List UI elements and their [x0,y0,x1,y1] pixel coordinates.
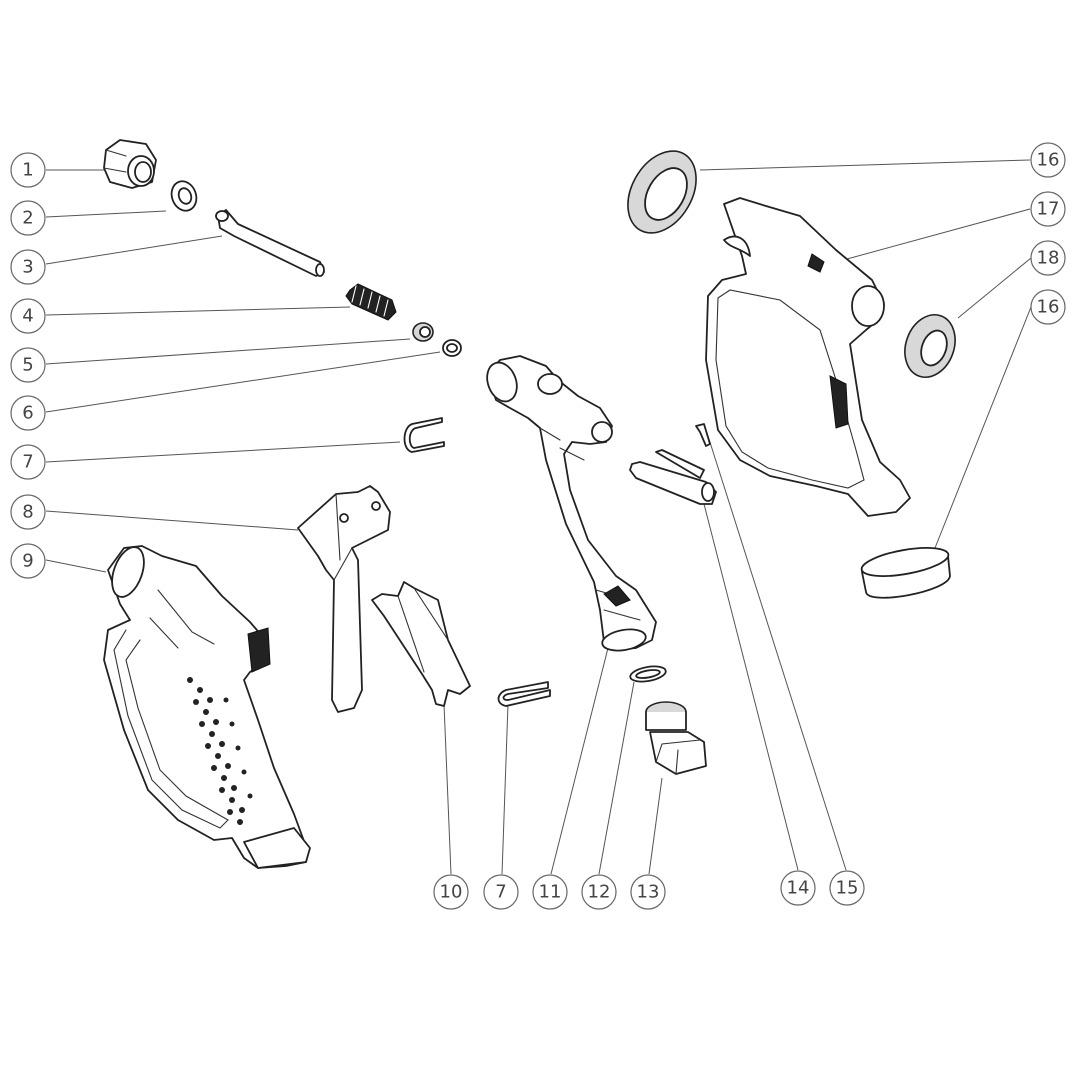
part-14-pin [629,449,717,505]
svg-text:15: 15 [836,878,859,899]
part-3-valve-stem [215,209,325,277]
callout-8: 8 [10,494,46,530]
callout-5: 5 [10,347,46,383]
part-10-lever-support [371,581,471,707]
svg-text:11: 11 [539,882,562,903]
svg-text:10: 10 [440,882,463,903]
grip-dot-pattern [187,677,253,825]
svg-text:3: 3 [22,257,33,278]
svg-text:16: 16 [1037,297,1060,318]
callout-9: 9 [10,543,46,579]
svg-text:13: 13 [637,882,660,903]
svg-text:7: 7 [22,452,33,473]
part-11-nozzle-body [486,355,657,652]
part-2-washer [170,180,198,212]
part-5-nut [412,322,434,342]
callout-10: 10 [433,874,469,910]
part-15-small-clip [695,423,711,447]
callout-13: 13 [630,874,666,910]
part-8-trigger-lever [297,485,391,713]
callout-11: 11 [532,874,568,910]
svg-text:6: 6 [22,403,33,424]
part-16-seal-ring-upper [627,150,697,234]
part-18-seal-ring [904,314,956,378]
part-4-spring [345,283,397,321]
svg-text:1: 1 [22,160,33,181]
callout-3: 3 [10,249,46,285]
part-1-hex-plug [103,139,157,189]
callout-7-left: 7 [10,444,46,480]
callout-4: 4 [10,298,46,334]
svg-text:5: 5 [22,355,33,376]
callout-15: 15 [829,870,865,906]
svg-text:8: 8 [22,502,33,523]
part-13-swivel-fitting [645,701,707,775]
callout-12: 12 [581,874,617,910]
svg-text:14: 14 [787,878,810,899]
svg-text:9: 9 [22,551,33,572]
svg-text:16: 16 [1037,150,1060,171]
part-6-o-ring [442,339,462,357]
callout-16-right: 16 [1030,289,1066,325]
part-9-handle-body [103,545,311,869]
callout-1: 1 [10,152,46,188]
part-12-o-ring [629,665,667,683]
leader-lines [45,159,1032,875]
svg-text:12: 12 [588,882,611,903]
callout-18: 18 [1030,240,1066,276]
part-7-wire-clip-upper [403,417,445,453]
part-17-guard-housing [705,197,911,517]
svg-text:4: 4 [22,306,33,327]
callout-2: 2 [10,200,46,236]
svg-text:17: 17 [1037,199,1060,220]
callout-17: 17 [1030,191,1066,227]
part-7-wire-clip-lower [497,681,551,707]
callout-7-bottom: 7 [483,874,519,910]
callout-6: 6 [10,395,46,431]
svg-text:18: 18 [1037,248,1060,269]
part-16-seal-ring-lower [860,547,951,599]
callout-16-top: 16 [1030,142,1066,178]
svg-text:2: 2 [22,208,33,229]
svg-text:7: 7 [495,882,506,903]
callout-14: 14 [780,870,816,906]
